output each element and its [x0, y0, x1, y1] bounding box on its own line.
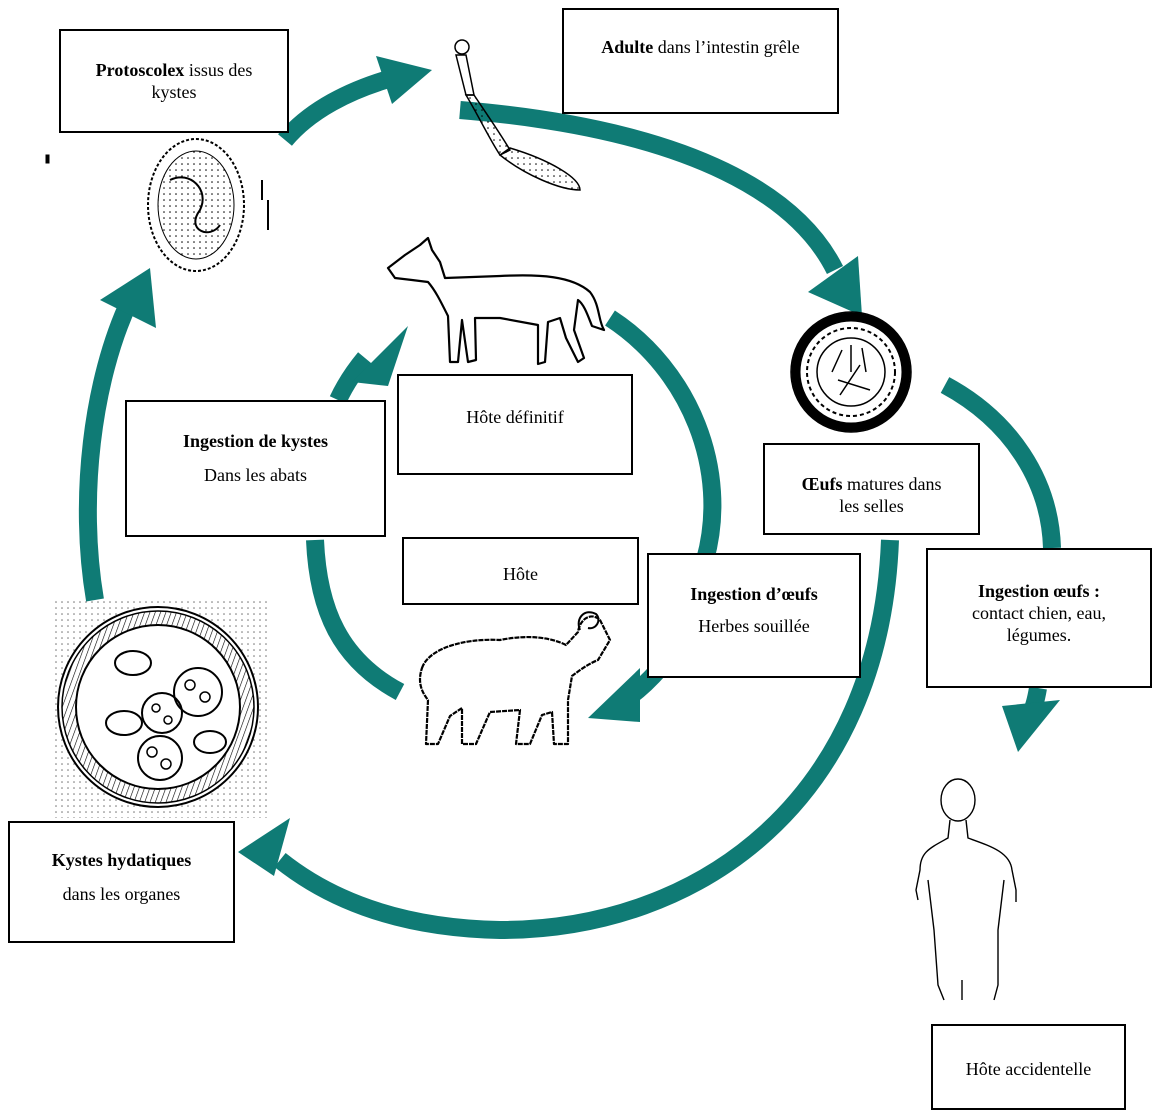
dog-drawing	[386, 236, 606, 366]
ingestion-kystes-line2: Dans les abats	[204, 465, 307, 485]
adulte-rest: dans l’intestin grêle	[653, 37, 800, 57]
ingestion-oeufs-contact-line2: contact chien, eau,	[972, 603, 1106, 623]
oeufs-bold: Œufs	[801, 474, 843, 494]
box-kystes-hydatiques: Kystes hydatiques dans les organes	[8, 821, 235, 943]
ingestion-oeufs-contact-line3: légumes.	[1006, 625, 1072, 645]
box-oeufs: Œufs matures dans les selles	[763, 443, 980, 535]
arrow-adult-to-eggs	[459, 101, 844, 275]
adult-worm-drawing	[454, 39, 581, 191]
box-hote-definitif: Hôte définitif	[397, 374, 633, 475]
kystes-hydatiques-line2: dans les organes	[62, 884, 181, 904]
hote-accidentelle-text: Hôte accidentelle	[965, 1059, 1092, 1079]
sheep-drawing	[418, 611, 612, 746]
arrowhead-2	[808, 256, 862, 316]
box-protoscolex: Protoscolex issus des kystes	[59, 29, 289, 133]
arrow-sheep-to-dog	[306, 539, 405, 700]
ingestion-oeufs-herbes-line2: Herbes souillée	[698, 616, 810, 636]
arrow-eggs-to-cysts	[274, 539, 899, 940]
oeufs-line2: les selles	[839, 496, 904, 516]
human-drawing	[915, 778, 1017, 1001]
hote-definitif-text: Hôte définitif	[466, 407, 564, 427]
protoscolex-drawing	[45, 138, 269, 272]
arrowhead-6	[100, 268, 156, 328]
arrowhead-7	[238, 818, 290, 876]
oeufs-rest: matures dans	[842, 474, 942, 494]
arrowhead-5	[352, 326, 408, 386]
protoscolex-rest: issus des	[184, 60, 253, 80]
box-ingestion-oeufs-contact: Ingestion œufs : contact chien, eau, lég…	[926, 548, 1152, 688]
arrow-eggs-to-human	[940, 377, 1061, 549]
egg-drawing	[790, 311, 912, 433]
kystes-hydatiques-bold: Kystes hydatiques	[51, 850, 192, 870]
ingestion-oeufs-contact-bold: Ingestion œufs :	[977, 581, 1101, 601]
ingestion-oeufs-herbes-bold: Ingestion d’œufs	[690, 584, 818, 604]
arrowhead-3	[1002, 700, 1060, 752]
arrow-sheep-to-dog-2	[329, 352, 372, 404]
arrow-cyst-to-protoscolex	[78, 296, 139, 602]
box-hote: Hôte	[402, 537, 639, 605]
hydatid-cyst-drawing	[52, 598, 267, 818]
box-adulte: Adulte dans l’intestin grêle	[562, 8, 839, 114]
arrowhead-1	[376, 56, 432, 104]
arrowhead-4	[588, 668, 640, 722]
box-ingestion-oeufs-herbes: Ingestion d’œufs Herbes souillée	[647, 553, 861, 678]
arrow-eggs-to-sheep	[605, 310, 722, 563]
protoscolex-bold: Protoscolex	[95, 60, 185, 80]
protoscolex-line2: kystes	[151, 82, 197, 102]
adulte-bold: Adulte	[601, 37, 654, 57]
hote-text: Hôte	[503, 564, 538, 584]
ingestion-kystes-bold: Ingestion de kystes	[182, 431, 329, 451]
box-hote-accidentelle: Hôte accidentelle	[931, 1024, 1126, 1110]
box-ingestion-kystes: Ingestion de kystes Dans les abats	[125, 400, 386, 537]
arrow-protoscolex-to-adult	[278, 69, 395, 146]
